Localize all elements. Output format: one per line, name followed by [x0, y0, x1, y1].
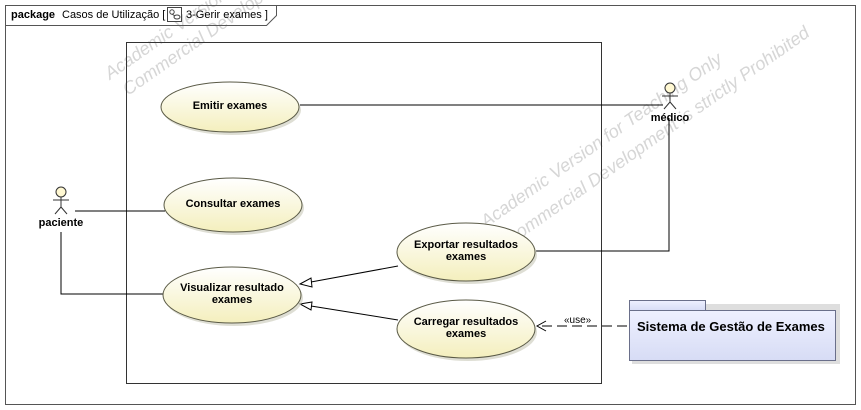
usecase-label: Emitir exames [193, 100, 268, 112]
usecase-label-line1: Exportar resultados [414, 239, 518, 251]
actor-label: paciente [39, 217, 84, 229]
usecase-label: Consultar exames [186, 198, 281, 210]
watermark-line2: Commercial Development is strictly Prohi… [119, 0, 432, 99]
external-system-package[interactable]: Sistema de Gestão de Exames [629, 300, 841, 365]
watermark-line2-b: Commercial Development is strictly Prohi… [501, 22, 814, 250]
usecase-carregar-resultados-exames[interactable]: Carregar resultados exames [396, 299, 537, 361]
actor-icon [53, 186, 69, 215]
system-boundary [126, 42, 602, 384]
generalization-exportar-visualizar [298, 265, 399, 288]
external-system-name: Sistema de Gestão de Exames [637, 319, 825, 334]
use-dependency: «use» [535, 315, 627, 332]
package-body [629, 310, 836, 361]
assoc-paciente-visualizar [60, 232, 165, 295]
actor-medico[interactable]: médico [651, 82, 690, 124]
package-tab-shape [629, 300, 706, 311]
frame-diagram-name: 3-Gerir exames ] [186, 9, 268, 21]
frame-keyword: package [11, 9, 55, 21]
diagram-icon [167, 7, 182, 22]
usecase-exportar-resultados-exames[interactable]: Exportar resultados exames [396, 222, 537, 284]
frame-name: Casos de Utilização [ [62, 9, 165, 21]
actor-icon [662, 82, 678, 110]
usecase-label-line2: exames [446, 251, 486, 263]
package-frame [5, 5, 856, 405]
usecase-emitir-exames[interactable]: Emitir exames [160, 81, 301, 135]
usecase-label-line2: exames [446, 328, 486, 340]
assoc-exportar-medico [536, 118, 670, 252]
actor-label: médico [651, 112, 690, 124]
generalization-carregar-visualizar [298, 301, 399, 321]
usecase-label-line1: Visualizar resultado [180, 282, 284, 294]
usecase-label-line2: exames [212, 294, 252, 306]
usecase-consultar-exames[interactable]: Consultar exames [163, 177, 304, 235]
usecase-visualizar-resultado-exames[interactable]: Visualizar resultado exames [162, 266, 303, 326]
use-label: «use» [564, 315, 592, 326]
usecase-label-line1: Carregar resultados [414, 316, 519, 328]
actor-paciente[interactable]: paciente [39, 186, 84, 229]
package-tab [5, 5, 277, 26]
